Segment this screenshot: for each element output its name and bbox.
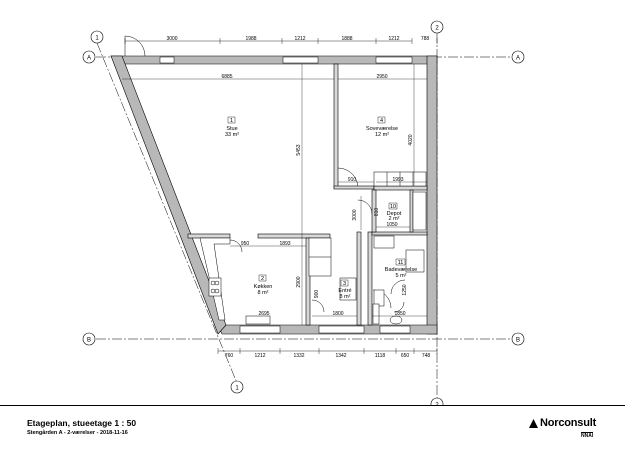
svg-text:1342: 1342 xyxy=(335,353,346,359)
svg-text:2: 2 xyxy=(261,276,264,282)
svg-text:11: 11 xyxy=(398,260,404,266)
svg-text:Soveværelse: Soveværelse xyxy=(366,126,398,132)
interior-dim-lines xyxy=(122,64,427,325)
svg-text:1050: 1050 xyxy=(386,222,397,228)
dim-labels-top: 3000 1988 1212 1888 1212 788 xyxy=(166,36,429,42)
fixtures xyxy=(199,171,427,325)
svg-text:1993: 1993 xyxy=(392,177,403,183)
svg-text:1988: 1988 xyxy=(245,36,256,42)
dim-labels-bottom: 760 1212 1332 1342 1118 650 748 xyxy=(225,353,431,359)
svg-text:8 m²: 8 m² xyxy=(258,290,269,296)
grid-lines xyxy=(96,33,512,402)
grid-b-right: B xyxy=(516,338,520,344)
svg-text:4020: 4020 xyxy=(408,134,414,145)
svg-text:Stue: Stue xyxy=(226,126,237,132)
svg-text:1118: 1118 xyxy=(375,353,386,359)
svg-text:2 m²: 2 m² xyxy=(389,216,400,222)
svg-text:900: 900 xyxy=(314,290,320,299)
exterior-walls xyxy=(110,55,438,335)
svg-text:1212: 1212 xyxy=(294,36,305,42)
svg-text:6885: 6885 xyxy=(221,74,232,80)
room-sovevaerelse: 4 Soveværelse 12 m² xyxy=(366,116,398,138)
room-stue: 1 Stue 33 m² xyxy=(225,116,239,138)
svg-text:Entré: Entré xyxy=(338,288,351,294)
grid-2-bottom: 2 xyxy=(435,403,439,406)
svg-text:2950: 2950 xyxy=(376,74,387,80)
svg-text:1888: 1888 xyxy=(341,36,352,42)
svg-text:810: 810 xyxy=(374,208,380,217)
svg-text:2695: 2695 xyxy=(258,311,269,317)
svg-text:5453: 5453 xyxy=(296,144,302,155)
grid-2-top: 2 xyxy=(435,26,439,32)
svg-text:1800: 1800 xyxy=(332,311,343,317)
svg-text:1850: 1850 xyxy=(394,311,405,317)
svg-text:1: 1 xyxy=(230,118,233,124)
svg-text:10: 10 xyxy=(390,204,396,210)
bottom-windows xyxy=(239,325,411,334)
svg-text:Badeværelse: Badeværelse xyxy=(385,267,417,273)
room-entre: 3 Entré 8 m² xyxy=(338,279,352,300)
svg-text:1212: 1212 xyxy=(388,36,399,42)
svg-text:3000: 3000 xyxy=(352,209,358,220)
svg-text:1332: 1332 xyxy=(293,353,304,359)
grid-bubbles: A A B B 1 1 2 2 xyxy=(82,20,525,406)
svg-text:3000: 3000 xyxy=(166,36,177,42)
svg-text:12 m²: 12 m² xyxy=(375,132,389,138)
svg-text:760: 760 xyxy=(225,353,234,359)
svg-text:1893: 1893 xyxy=(279,241,290,247)
floor-plan: A A B B 1 1 2 2 3000 1988 1212 1888 1212… xyxy=(82,20,525,406)
grid-1-top: 1 xyxy=(95,36,99,42)
interior-walls xyxy=(187,63,428,326)
svg-text:1212: 1212 xyxy=(254,353,265,359)
svg-text:788: 788 xyxy=(421,36,430,42)
svg-text:1250: 1250 xyxy=(402,284,408,295)
logo-name: Norconsult xyxy=(540,417,597,429)
interior-dim-labels: 6885 2950 5453 4020 910 1993 950 1893 29… xyxy=(221,74,414,317)
drawing-subtitle: Stengården A - 2-værelser - 2018-11-16 xyxy=(27,430,128,436)
top-windows xyxy=(159,56,413,64)
svg-text:Depot: Depot xyxy=(387,211,402,217)
svg-text:Køkken: Køkken xyxy=(254,284,273,290)
grid-b-left: B xyxy=(87,338,91,344)
svg-text:4: 4 xyxy=(380,118,383,124)
svg-text:5 m²: 5 m² xyxy=(396,273,407,279)
grid-a-left: A xyxy=(87,56,91,62)
grid-1-bottom: 1 xyxy=(235,386,239,392)
svg-text:2900: 2900 xyxy=(296,276,302,287)
room-kokken: 2 Køkken 8 m² xyxy=(254,274,273,296)
norconsult-logo: Norconsult NNAI xyxy=(529,417,610,439)
logo-mark-icon xyxy=(529,419,538,428)
title-block-divider xyxy=(0,405,625,406)
svg-text:33 m²: 33 m² xyxy=(225,132,239,138)
svg-text:910: 910 xyxy=(348,177,357,183)
svg-text:8 m²: 8 m² xyxy=(340,294,351,300)
logo-sub: NNAI xyxy=(581,432,594,439)
svg-text:748: 748 xyxy=(422,353,431,359)
svg-text:3: 3 xyxy=(343,281,346,287)
drawing-title: Etageplan, stueetage 1 : 50 xyxy=(27,418,137,428)
svg-text:650: 650 xyxy=(401,353,410,359)
dim-chain-bottom xyxy=(217,348,438,354)
room-badevaerelse: 11 Badeværelse 5 m² xyxy=(385,258,417,279)
room-depot: 10 Depot 2 m² xyxy=(387,202,402,222)
grid-a-right: A xyxy=(516,56,520,62)
svg-text:950: 950 xyxy=(241,241,250,247)
